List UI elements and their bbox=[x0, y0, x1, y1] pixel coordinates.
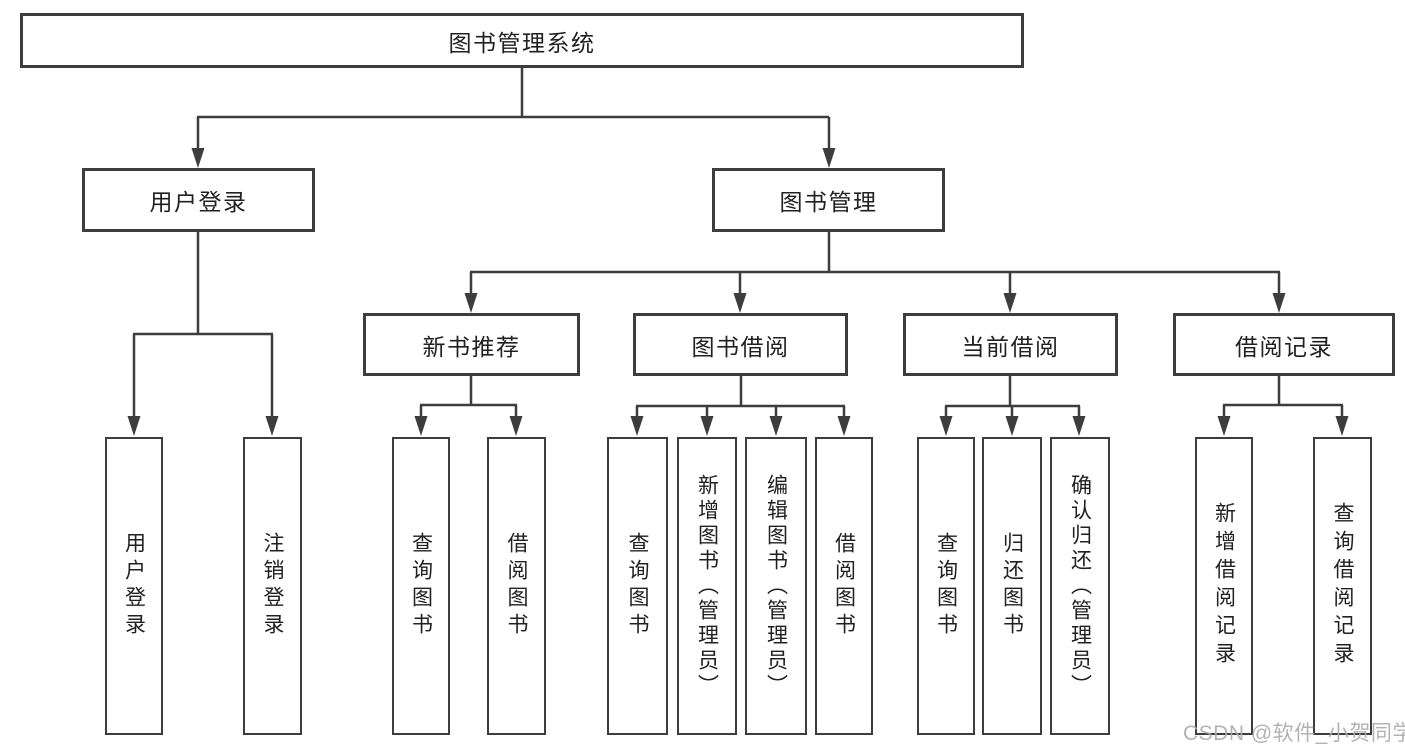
leaf-query-books-recommend: 查询图书 bbox=[392, 437, 450, 735]
node-borrow-records: 借阅记录 bbox=[1173, 313, 1395, 376]
arrowheads bbox=[127, 148, 1349, 436]
arrowhead bbox=[939, 416, 953, 436]
arrowhead bbox=[191, 148, 205, 168]
arrowhead bbox=[1272, 293, 1286, 313]
node-new-book-recommend: 新书推荐 bbox=[363, 313, 580, 376]
connector-bookborrow-to-leaves bbox=[635, 376, 846, 419]
connector-borrowrecords-to-leaves bbox=[1222, 376, 1344, 419]
arrowhead bbox=[630, 416, 644, 436]
connector-bookmgmt-to-level3 bbox=[469, 232, 1281, 296]
leaf-add-borrow-record: 新增借阅记录 bbox=[1195, 437, 1253, 735]
arrowhead bbox=[464, 293, 478, 313]
leaf-confirm-return-admin: 确认归还（管理员） bbox=[1050, 437, 1110, 735]
leaf-logout: 注销登录 bbox=[243, 437, 302, 735]
node-user-login: 用户登录 bbox=[82, 168, 315, 232]
leaf-query-borrow-record: 查询借阅记录 bbox=[1313, 437, 1372, 735]
arrowhead bbox=[837, 416, 851, 436]
leaf-borrow-books-borrow: 借阅图书 bbox=[815, 437, 873, 735]
leaf-add-books-admin: 新增图书（管理员） bbox=[677, 437, 737, 735]
node-book-management-system: 图书管理系统 bbox=[20, 13, 1024, 68]
leaf-edit-books-admin: 编辑图书（管理员） bbox=[745, 437, 807, 735]
leaf-query-books-current: 查询图书 bbox=[917, 437, 975, 735]
leaf-user-login: 用户登录 bbox=[105, 437, 163, 735]
arrowhead bbox=[414, 416, 428, 436]
arrowhead bbox=[769, 416, 783, 436]
leaf-query-books-borrow: 查询图书 bbox=[607, 437, 668, 735]
connector-currentborrow-to-leaves bbox=[944, 376, 1081, 419]
arrowhead bbox=[127, 416, 141, 436]
connector-userlogin-to-leaves bbox=[132, 232, 274, 419]
arrowhead bbox=[509, 416, 523, 436]
csdn-watermark: CSDN @软件_小贺同学 bbox=[1183, 722, 1405, 745]
arrowhead bbox=[265, 416, 279, 436]
arrowhead bbox=[1003, 293, 1017, 313]
arrowhead bbox=[700, 416, 714, 436]
leaf-borrow-books-recommend: 借阅图书 bbox=[487, 437, 546, 735]
arrowhead bbox=[1072, 416, 1086, 436]
node-current-borrow: 当前借阅 bbox=[903, 313, 1118, 376]
arrowhead bbox=[733, 293, 747, 313]
leaf-return-books: 归还图书 bbox=[982, 437, 1042, 735]
arrowhead bbox=[1217, 416, 1231, 436]
arrowhead bbox=[822, 148, 836, 168]
connector-root-to-level2 bbox=[196, 68, 831, 150]
node-book-borrow: 图书借阅 bbox=[633, 313, 848, 376]
connector-newbook-to-leaves bbox=[419, 376, 518, 419]
arrowhead bbox=[1335, 416, 1349, 436]
node-book-management: 图书管理 bbox=[712, 168, 945, 232]
arrowhead bbox=[1005, 416, 1019, 436]
